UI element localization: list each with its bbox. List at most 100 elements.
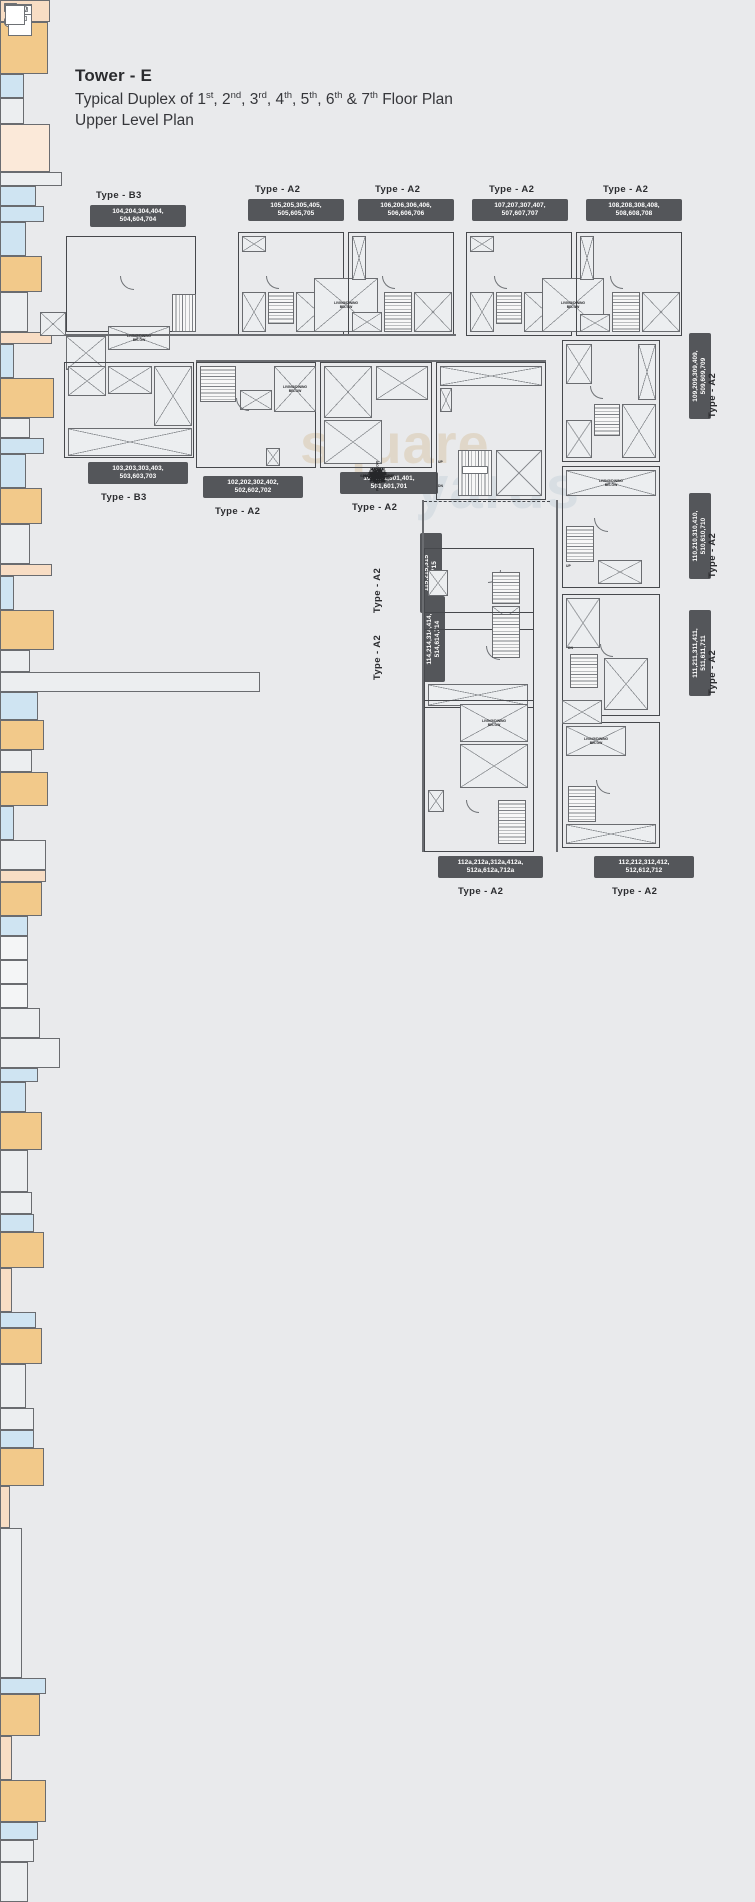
room-guest-bedroom-b3: GUEST BEDROOM 10'0"X11'11" 3.05X3.62 xyxy=(0,124,387,484)
room-bedroom-a2-right-low xyxy=(0,5,42,1364)
room-terrace-a2-top-3: TERRACE ABV/BB. xyxy=(0,471,386,564)
stair-up-label: UP xyxy=(438,459,443,464)
staircase-a2-right-top xyxy=(594,404,620,436)
slab-a2-bottomright-a xyxy=(566,824,656,844)
type-label-a2-mid-center: Type - A2 xyxy=(352,502,398,513)
slab-a2-bottomleft-a xyxy=(460,744,528,788)
room-master-bedroom-a2-114: MASTER BEDROOM 11'6"X10'0" 3.50X3.05 xyxy=(0,467,387,1822)
slab-a2-top4-a xyxy=(580,236,594,280)
unit-code-a2-mid-left: 102,202,302,402, 502,602,702 xyxy=(203,476,303,498)
slab-b3-left-c xyxy=(154,366,192,426)
room-balcony-a2-bottom-right xyxy=(0,1486,10,1528)
corridor-passage-below-vertical: PASSAGE BELOW xyxy=(0,461,379,1678)
staircase-b3-top xyxy=(172,294,196,332)
unit-code-a2-bottom-right: 112,212,312,412, 512,612,712 xyxy=(594,856,694,878)
slab-living-dining-a2-mid-left: LIVING/DINING BELOW xyxy=(274,366,316,412)
plan-level: Upper Level Plan xyxy=(75,112,194,130)
staircase-a2-mid-left xyxy=(200,366,236,402)
slab-a2-top2-a xyxy=(352,236,366,280)
slab-a2-top3-a xyxy=(470,236,494,252)
room-bedroom-a2-115 xyxy=(0,14,40,1736)
stair-landing xyxy=(462,466,488,474)
room-terrace-a2-bottom-left-1: TERRACE ABV/BEL xyxy=(0,467,382,1902)
unit-a2-top-4-outline xyxy=(576,232,682,336)
lift-1: LIFT xyxy=(0,472,382,960)
room-bath-b3-left xyxy=(0,4,38,720)
room-balcony-a2-top-2: BALCONY 9'9"X2'11" / 3.05X0.90 xyxy=(0,332,392,478)
slab-a2-top2-c xyxy=(352,312,382,332)
unit-code-a2-top-2: 106,206,306,406, 506,606,706 xyxy=(358,199,454,221)
slab-a2-top1-a xyxy=(242,236,266,252)
room-master-bedroom-a2-mid-left: MASTER BEDROOM 10'0"X11'6" 3.05X3.50 xyxy=(0,467,387,806)
room-bath-b3-top: BATH 7'5"X5'5" 2.25X1.65 xyxy=(0,74,385,482)
type-label-b3-left: Type - B3 xyxy=(101,492,147,503)
slab-lift-core-left xyxy=(440,388,452,412)
lift-2: LIFT xyxy=(0,472,382,984)
room-balcony-a2-114 xyxy=(0,1736,12,1780)
slab-rightwing-link xyxy=(562,700,602,724)
type-label-b3-top: Type - B3 xyxy=(96,190,142,201)
room-bath-a2-top-1 xyxy=(0,206,44,222)
room-bedroom-a2-top-3 xyxy=(0,5,42,524)
slab-a2-top1-b xyxy=(242,292,266,332)
type-label-a2-bottom-right: Type - A2 xyxy=(612,886,658,897)
wall-vertical-left-core xyxy=(422,500,424,852)
room-bath-a2-114: BATH 7'9"X4'11" 2.35X1.50 xyxy=(0,469,386,1840)
slab-a2-righttop-a xyxy=(566,344,592,384)
unit-b3-left-outline xyxy=(64,362,194,458)
room-bath-a2-bottom-right: BATH 7'9"X4'11" 2.35X1.50 xyxy=(0,469,386,1448)
room-terrace-a2-top-1: TERRACE ABV/BEL xyxy=(0,292,386,480)
room-terrace-a2-bottom-right: TERRACE ABV/BEL xyxy=(0,467,382,1408)
room-wc-a2-right-top xyxy=(0,16,26,1112)
slab-a2-rightlow-b xyxy=(604,658,648,710)
room-bedroom-b3-left xyxy=(0,4,44,750)
unit-code-b3-left: 103,203,303,403, 503,603,703 xyxy=(88,462,188,484)
staircase-a2-right-mid xyxy=(566,526,594,562)
room-bath-a2-top-3 xyxy=(0,438,44,454)
unit-a2-right-mid-outline xyxy=(562,466,660,588)
room-bedroom-a2-top-1 xyxy=(0,5,42,292)
slab-a2-top3-b xyxy=(470,292,494,332)
room-bedroom-a2-right-top xyxy=(0,6,42,1150)
stair-dn-label: DN xyxy=(438,483,443,488)
wall-horizontal-top-passage xyxy=(66,334,456,336)
staircase-a2-114 xyxy=(492,614,520,658)
unit-code-a2-mid-center: 101,201,301,401, 501,601,701 xyxy=(340,472,438,494)
slab-b3-left-a xyxy=(68,366,106,396)
slab-living-dining-a2-bottom-left: LIVING/DINING BELOW xyxy=(460,704,528,742)
room-terrace-a2-mid-left: TERRACE ABV/BEL xyxy=(0,471,386,870)
room-balcony-a2-mid-left: BALCONY 3.05X0.90 xyxy=(0,471,385,882)
type-label-a2-right-top: Type - A2 xyxy=(707,372,719,419)
room-bedroom-a2-mid-center xyxy=(0,5,42,916)
room-kitchen-below-a2-bottom-right: KITCHEN BELOW xyxy=(0,471,385,1430)
unit-code-a2-top-3: 107,207,307,407, 507,607,707 xyxy=(472,199,568,221)
type-label-a2-top-4: Type - A2 xyxy=(603,184,649,195)
staircase-a2-bottom-left xyxy=(498,800,526,844)
staircase-a2-top-2 xyxy=(384,292,412,332)
page-title: Tower - E Typical Duplex of 1st, 2nd, 3r… xyxy=(75,66,453,130)
room-bath-a2-right-low xyxy=(0,1312,36,1328)
room-master-bedroom-a2-top-2: MASTER BEDROOM 10'0"X11'6" 3.05X3.50 xyxy=(0,378,387,484)
slab-a2-rightlow-a xyxy=(566,598,600,648)
core-boundary-dashed xyxy=(424,498,550,502)
room-bath-a2-top-4: BATH 4'11"X7'9" 1.50X2.35 xyxy=(0,468,382,610)
room-bath-a2-mid-left: BATH 4'11"X7'9" 1.50X2.35 xyxy=(0,468,382,840)
right-low-dn-label: DN xyxy=(568,645,573,650)
room-wc-a2-top-1 xyxy=(0,3,26,256)
type-label-a2-right-mid: Type - A2 xyxy=(707,532,719,579)
bed-icon xyxy=(5,5,25,25)
plan-subtitle: Typical Duplex of 1st, 2nd, 3rd, 4th, 5t… xyxy=(75,90,453,109)
slab-a2-midcenter-b xyxy=(376,366,428,400)
room-master-bedroom-a2-bottom-right: MASTER BEDROOM 11'6"X10'0" 3.50X3.05 xyxy=(0,467,387,1486)
unit-a2-mid-left-outline xyxy=(196,362,316,468)
room-balcony-a2-top-4: BALCONY 9'9"X2'11" / 3.05X0.90 xyxy=(0,471,392,576)
slab-a2-righttop-b xyxy=(566,420,592,458)
room-kitchen-below-a2-top-4: KITCHEN BELOW xyxy=(0,471,385,672)
corridor-passage-below-top: PASSAGE BELOW xyxy=(0,473,392,692)
unit-a2-center-115-outline xyxy=(424,548,534,630)
unit-a2-bottom-left-outline xyxy=(424,700,534,852)
room-passage-09m: 0.9M WIDE PASSAGE xyxy=(0,172,395,477)
room-terrace-a2-right-mid: TERRACE ABV/BEL xyxy=(0,467,382,1192)
slab-a2-midleft-b xyxy=(266,448,280,466)
unit-code-b3-top: 104,204,304,404, 504,604,704 xyxy=(90,205,186,227)
